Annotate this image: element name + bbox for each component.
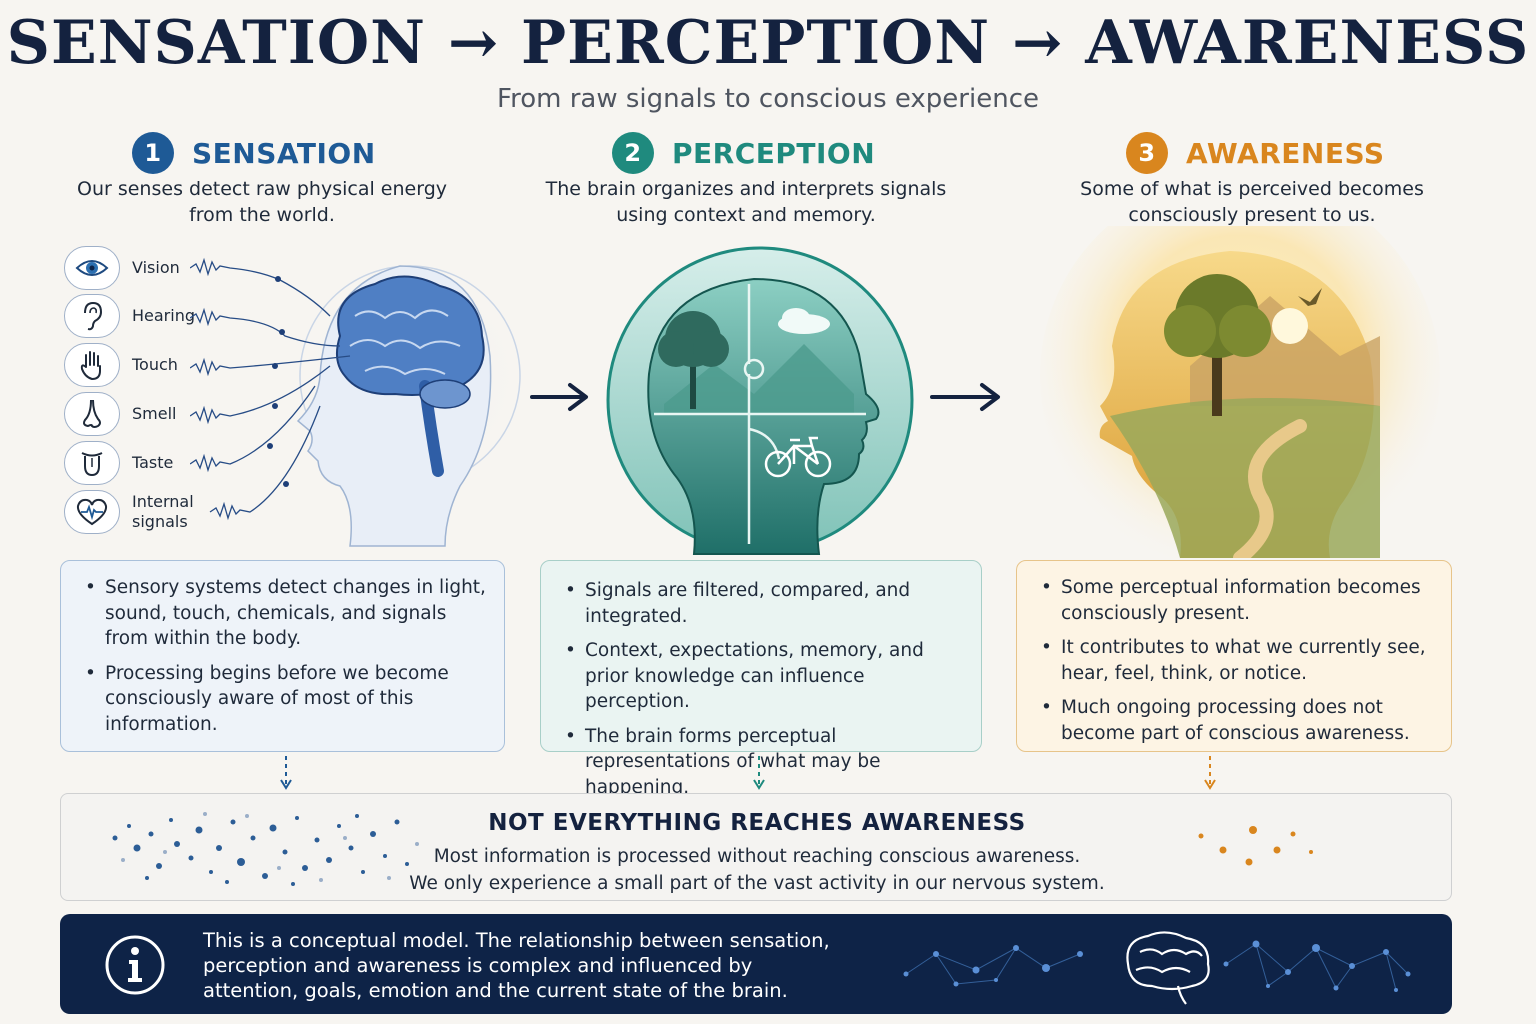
neural-network-decoration [903, 931, 1411, 1005]
tree-icon [658, 311, 729, 409]
sense-smell: Smell [64, 392, 198, 436]
awareness-bullet: Some perceptual information becomes cons… [1039, 575, 1433, 626]
not-everything-title: NOT EVERYTHING REACHES AWARENESS [488, 810, 1026, 836]
bicycle-icon [764, 436, 832, 478]
brain-icon [1126, 931, 1210, 1005]
perception-details-box: Signals are filtered, compared, and inte… [540, 560, 982, 798]
not-everything-line-1: Most information is processed without re… [433, 846, 1081, 867]
sense-label: Vision [132, 258, 180, 277]
nose-icon [64, 392, 120, 436]
awareness-bullet: It contributes to what we currently see,… [1039, 635, 1433, 686]
sensation-details-box: Sensory systems detect changes in light,… [60, 560, 505, 752]
conceptual-model-note: This is a conceptual model. The relation… [60, 914, 1452, 1014]
info-icon [105, 935, 165, 995]
eye-icon [64, 246, 120, 290]
page-title: SENSATION → PERCEPTION → AWARENESS [6, 8, 1530, 78]
note-text: This is a conceptual model. The relation… [203, 929, 830, 1002]
sensation-bullet: Sensory systems detect changes in light,… [83, 575, 486, 652]
sense-label: Hearing [132, 306, 195, 325]
sense-internal-signals: Internal signals [64, 490, 198, 534]
tongue-icon [64, 441, 120, 485]
sensation-heading: 1 SENSATION [132, 132, 376, 174]
sensation-description: Our senses detect raw physical energy fr… [77, 178, 447, 226]
step-number-2: 2 [612, 132, 654, 174]
sense-taste: Taste [64, 441, 198, 485]
perception-description: The brain organizes and interprets signa… [545, 178, 947, 226]
step-number-3: 3 [1126, 132, 1168, 174]
perception-bullet: The brain forms perceptual representatio… [563, 724, 963, 801]
sense-hearing: Hearing [64, 294, 198, 338]
dashed-arrow-down-icon [1204, 756, 1216, 790]
awareness-details-box: Some perceptual information becomes cons… [1016, 560, 1452, 752]
sensation-bullet: Processing begins before we become consc… [83, 661, 486, 738]
tree-icon [1164, 274, 1271, 416]
awareness-bullet: Much ongoing processing does not become … [1039, 695, 1433, 746]
sense-label: Taste [132, 453, 174, 472]
arrow-right-icon [530, 383, 588, 411]
bird-icon [1298, 288, 1322, 306]
sense-touch: Touch [64, 343, 198, 387]
sensation-title: SENSATION [192, 136, 376, 170]
awareness-glowing-head-illustration [1040, 226, 1440, 558]
awareness-description: Some of what is perceived becomes consci… [1080, 178, 1424, 226]
sensation-head-illustration [190, 257, 521, 547]
awareness-dots-decoration [1198, 826, 1313, 866]
heart-pulse-icon [64, 490, 120, 534]
perception-puzzle-head-illustration [606, 246, 914, 555]
sense-label: Touch [132, 355, 178, 374]
dashed-arrow-down-icon [280, 756, 292, 790]
awareness-title: AWARENESS [1186, 136, 1385, 170]
dashed-arrow-down-icon [753, 756, 765, 790]
brain-icon [335, 275, 485, 477]
not-everything-line-2: We only experience a small part of the v… [409, 873, 1105, 894]
hand-icon [64, 343, 120, 387]
arrow-right-icon [930, 383, 1000, 411]
perception-bullet: Context, expectations, memory, and prior… [563, 638, 963, 715]
sense-label: Smell [132, 404, 177, 423]
perception-heading: 2 PERCEPTION [612, 132, 875, 174]
signal-dots-decoration [112, 812, 419, 886]
sense-vision: Vision [64, 246, 198, 290]
not-everything-panel: NOT EVERYTHING REACHES AWARENESS Most in… [60, 793, 1452, 901]
step-number-1: 1 [132, 132, 174, 174]
awareness-heading: 3 AWARENESS [1126, 132, 1385, 174]
page-subtitle: From raw signals to conscious experience [497, 84, 1039, 114]
ear-icon [64, 294, 120, 338]
sense-label: Internal signals [132, 492, 194, 531]
perception-bullet: Signals are filtered, compared, and inte… [563, 578, 963, 629]
perception-title: PERCEPTION [672, 136, 876, 170]
